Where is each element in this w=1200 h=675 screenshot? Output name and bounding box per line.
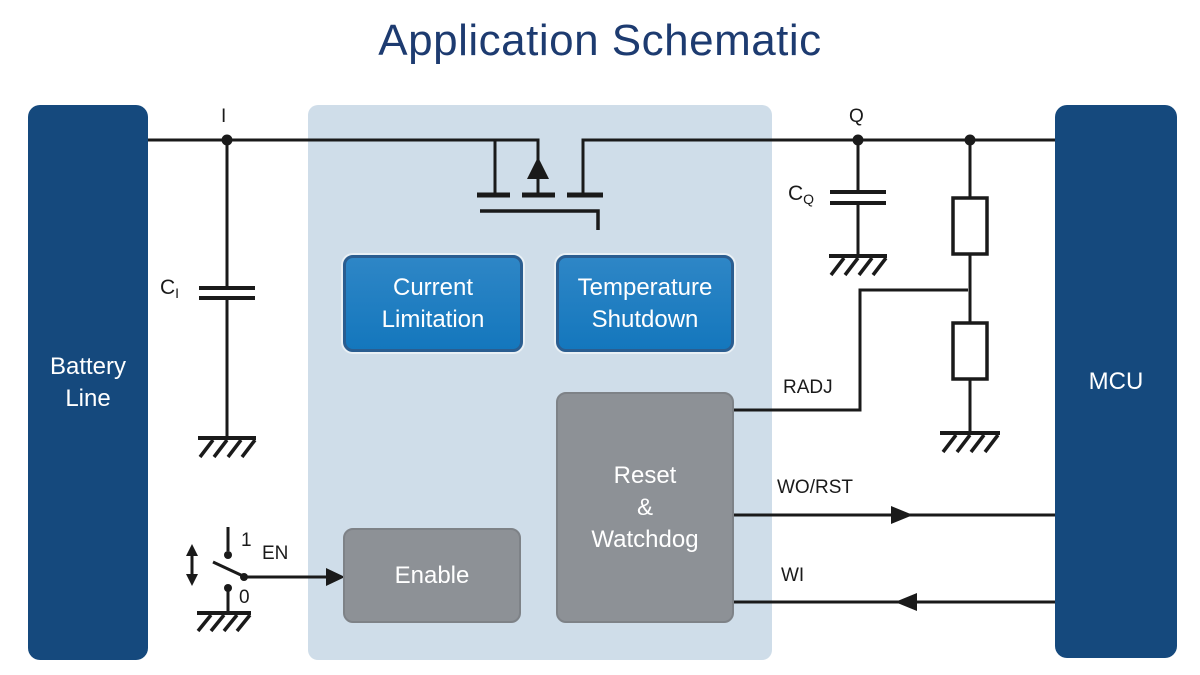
page-title: Application Schematic [378, 16, 822, 65]
current-limitation-label-2: Limitation [381, 305, 485, 333]
wi-label: WI [781, 565, 805, 586]
mcu-label: MCU [1088, 367, 1144, 395]
temperature-shutdown-label-2: Shutdown [591, 305, 699, 333]
capacitor-cq-icon [830, 190, 886, 205]
reset-watchdog-block: Reset & Watchdog [556, 392, 734, 623]
output-node-label: Q [849, 106, 864, 127]
input-node-label: I [221, 106, 227, 127]
mcu-block: MCU [1055, 105, 1177, 658]
wo-rst-wire [733, 506, 1055, 524]
reset-watchdog-label-1: Reset [613, 461, 677, 489]
cap-in-label-sub: I [175, 285, 180, 301]
cap-out-label: CQ [788, 182, 815, 209]
temperature-shutdown-block: Temperature Shutdown [556, 255, 734, 352]
ground-switch-icon [196, 611, 252, 633]
en-wire [244, 568, 345, 586]
input-rail-wire [148, 138, 540, 193]
battery-line-label-2: Line [65, 384, 111, 412]
ground-divider-icon [940, 431, 1000, 454]
wi-wire [733, 593, 1055, 611]
ground-cq-icon [829, 254, 888, 277]
battery-line-label-1: Battery [49, 352, 127, 380]
mosfet-icon [477, 157, 603, 230]
output-rail-wire [581, 138, 1055, 193]
junction-dots [221, 134, 976, 146]
radj-wire [733, 288, 968, 412]
reset-watchdog-label-3: Watchdog [591, 525, 699, 553]
switch-toggle-arrow-icon [186, 544, 198, 586]
capacitor-ci-icon [199, 286, 255, 300]
resistor-bottom-icon [951, 321, 989, 381]
ground-ci-icon [198, 436, 257, 459]
wo-rst-label: WO/RST [777, 477, 853, 498]
resistor-top-icon [951, 196, 989, 256]
reset-watchdog-label-2: & [636, 493, 653, 521]
cap-out-label-main: C [788, 182, 804, 205]
cap-in-label: CI [160, 276, 180, 303]
current-limitation-block: Current Limitation [343, 255, 523, 352]
enable-block: Enable [343, 528, 521, 623]
en-label: EN [262, 543, 289, 564]
switch-off-label: 0 [239, 587, 250, 608]
switch-on-label: 1 [241, 530, 252, 551]
battery-line-block: Battery Line [28, 105, 148, 660]
cap-out-label-sub: Q [803, 191, 815, 207]
temperature-shutdown-label-1: Temperature [577, 273, 713, 301]
radj-label: RADJ [783, 377, 833, 398]
enable-label: Enable [394, 561, 470, 589]
current-limitation-label-1: Current [392, 273, 474, 301]
cap-in-label-main: C [160, 276, 176, 299]
